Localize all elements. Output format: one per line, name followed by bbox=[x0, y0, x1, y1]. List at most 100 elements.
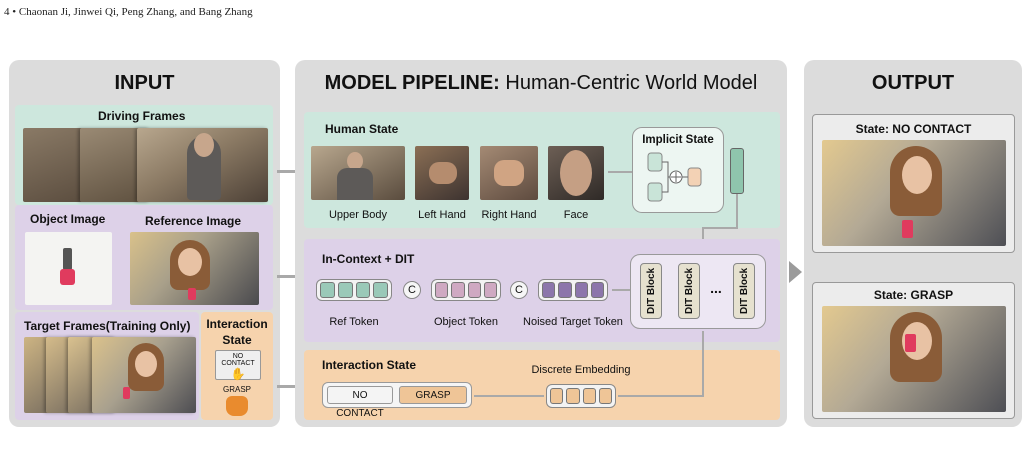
face-crop bbox=[548, 146, 604, 200]
ref-token bbox=[355, 282, 371, 298]
arrow-implicit-horizontal bbox=[702, 227, 738, 229]
target-frames-label: Target Frames(Training Only) bbox=[24, 319, 191, 333]
dit-block-1-label: DIT Block bbox=[646, 267, 657, 315]
object-token bbox=[483, 282, 497, 298]
implicit-state-box: Implicit State bbox=[632, 127, 724, 213]
left-hand-crop bbox=[415, 146, 469, 200]
noised-token-group bbox=[538, 279, 608, 301]
elder-head bbox=[347, 152, 363, 170]
discrete-embedding-label: Discrete Embedding bbox=[531, 364, 631, 376]
crop-label-upper-body: Upper Body bbox=[328, 209, 388, 221]
no-contact-label: NO CONTACT bbox=[221, 353, 255, 367]
left-hand bbox=[429, 162, 457, 184]
nail-polish bbox=[902, 220, 913, 238]
interaction-state-label-line1: Interaction bbox=[206, 317, 268, 331]
arrow-reference-to-incontext bbox=[277, 275, 299, 278]
elder-body bbox=[337, 168, 373, 200]
implicit-state-network bbox=[647, 152, 702, 202]
implicit-node-out bbox=[687, 167, 702, 187]
target-frame-4 bbox=[92, 337, 196, 413]
arrow-tokens-to-dit bbox=[612, 289, 630, 291]
state-grasp-chip: GRASP bbox=[399, 386, 467, 404]
ref-token bbox=[373, 282, 388, 298]
reference-image-label: Reference Image bbox=[145, 214, 242, 228]
object-image bbox=[25, 232, 112, 305]
upper-body-crop bbox=[311, 146, 405, 200]
nail-polish bbox=[905, 334, 916, 352]
arrow-pipeline-to-output bbox=[789, 261, 802, 283]
object-image-label: Object Image bbox=[30, 212, 106, 226]
elder-head bbox=[194, 133, 214, 157]
discrete-token-group bbox=[546, 384, 616, 408]
woman-face bbox=[178, 248, 202, 276]
implicit-node-bottom bbox=[647, 182, 663, 202]
driving-frames-label: Driving Frames bbox=[98, 109, 186, 123]
in-context-title: In-Context + DIT bbox=[322, 252, 415, 266]
crop-label-face: Face bbox=[563, 209, 589, 221]
arrow-embedding-up bbox=[702, 331, 704, 397]
nail-polish bbox=[188, 288, 196, 300]
ref-token-group bbox=[316, 279, 392, 301]
pipeline-title-rest: Human-Centric World Model bbox=[505, 72, 758, 94]
output-image-no-contact bbox=[822, 140, 1006, 246]
implicit-edges bbox=[662, 161, 688, 193]
discrete-token bbox=[598, 388, 612, 404]
arrow-implicit-down bbox=[736, 194, 738, 228]
object-token bbox=[451, 282, 465, 298]
dit-block-1: DIT Block bbox=[640, 263, 662, 319]
crop-label-left-hand: Left Hand bbox=[418, 209, 466, 221]
noised-token bbox=[558, 282, 572, 298]
ref-token bbox=[337, 282, 353, 298]
output-state-no-contact: State: NO CONTACT bbox=[855, 122, 972, 136]
interaction-state-label-line2: State bbox=[222, 333, 252, 347]
discrete-token bbox=[582, 388, 596, 404]
open-hand-icon: ✋ bbox=[230, 367, 246, 381]
implicit-state-label: Implicit State bbox=[642, 134, 714, 146]
arrow-implicit-to-dit bbox=[702, 227, 704, 249]
nail-polish bbox=[123, 387, 130, 399]
woman-face bbox=[902, 156, 932, 194]
arrow-state-to-embedding bbox=[474, 395, 544, 397]
input-title: INPUT bbox=[114, 72, 175, 94]
face bbox=[560, 150, 592, 196]
pipeline-interaction-title: Interaction State bbox=[322, 358, 417, 372]
implicit-state-output-token bbox=[730, 148, 744, 194]
noised-token bbox=[574, 282, 588, 298]
dit-block-3: DIT Block bbox=[733, 263, 755, 319]
driving-frame-3 bbox=[137, 128, 268, 202]
object-token bbox=[467, 282, 481, 298]
concat-symbol-2: C bbox=[510, 281, 528, 299]
nail-polish-bottle bbox=[60, 269, 75, 285]
output-title: OUTPUT bbox=[871, 72, 955, 94]
grasp-hand-icon bbox=[226, 396, 248, 416]
noised-target-token-label: Noised Target Token bbox=[523, 316, 623, 328]
object-token-label: Object Token bbox=[433, 316, 498, 328]
object-token bbox=[435, 282, 449, 298]
right-hand bbox=[494, 160, 524, 186]
implicit-node-top bbox=[647, 152, 663, 172]
nail-polish-cap bbox=[63, 248, 72, 270]
object-token-group bbox=[431, 279, 501, 301]
arrow-interaction-to-pipeline bbox=[277, 385, 299, 388]
woman-face bbox=[135, 351, 157, 377]
arrow-embedding-right bbox=[618, 395, 704, 397]
noised-token bbox=[542, 282, 556, 298]
discrete-token bbox=[550, 388, 564, 404]
ref-token-label: Ref Token bbox=[329, 316, 379, 328]
arrow-driving-to-human bbox=[277, 170, 299, 173]
pipeline-title-bold: MODEL PIPELINE: bbox=[324, 72, 500, 94]
ref-token bbox=[320, 282, 335, 298]
dit-block-2: DIT Block bbox=[678, 263, 700, 319]
state-no-contact-chip: NO CONTACT bbox=[327, 386, 393, 419]
dit-block-2-label: DIT Block bbox=[684, 267, 695, 315]
noised-token bbox=[590, 282, 604, 298]
reference-image bbox=[130, 232, 259, 305]
output-state-grasp: State: GRASP bbox=[873, 288, 954, 302]
concat-symbol-1: C bbox=[403, 281, 421, 299]
grasp-label: GRASP bbox=[222, 385, 251, 394]
no-contact-card: NO CONTACT ✋ bbox=[215, 350, 261, 381]
dit-ellipsis: ... bbox=[710, 280, 722, 296]
crop-label-right-hand: Right Hand bbox=[481, 209, 537, 221]
right-hand-crop bbox=[480, 146, 538, 200]
human-state-title: Human State bbox=[325, 122, 399, 136]
